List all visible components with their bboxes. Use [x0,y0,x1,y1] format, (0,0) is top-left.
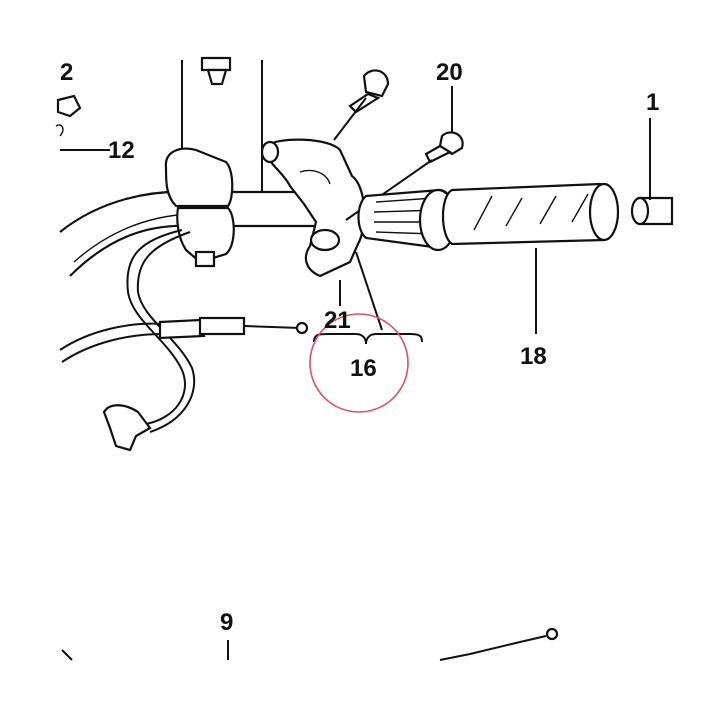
throttle-housing [260,138,366,278]
highlight-circle [309,313,409,413]
switch-housing [164,60,235,268]
nut-part [55,94,82,137]
throttle-sleeve [357,188,458,252]
label-12: 12 [108,137,135,164]
bar-end [630,196,674,226]
small-bolt [200,56,232,86]
screw-top [333,69,390,141]
label-2: 2 [60,59,73,86]
label-21: 21 [324,307,351,334]
label-18: 18 [520,343,547,370]
label-1: 1 [646,89,659,116]
label-9: 9 [220,609,233,636]
label-20: 20 [436,59,463,86]
cables [59,229,309,452]
bottom-cable [61,627,559,661]
label-16: 16 [350,355,377,382]
grip [442,182,620,246]
